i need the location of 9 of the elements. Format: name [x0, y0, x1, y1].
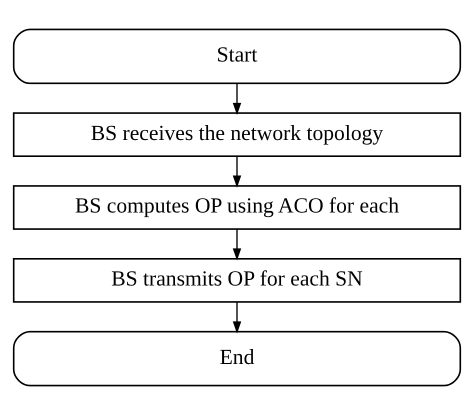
node-box: BS receives the network topology [12, 112, 462, 157]
arrow [232, 83, 242, 115]
node-box: BS computes OP using ACO for each [12, 184, 462, 230]
node-box: Start [12, 28, 462, 84]
node-box: BS transmits OP for each SN [12, 257, 462, 302]
node-box: End [12, 330, 462, 386]
arrow [232, 228, 242, 260]
arrow [232, 156, 242, 188]
arrow [232, 301, 242, 334]
